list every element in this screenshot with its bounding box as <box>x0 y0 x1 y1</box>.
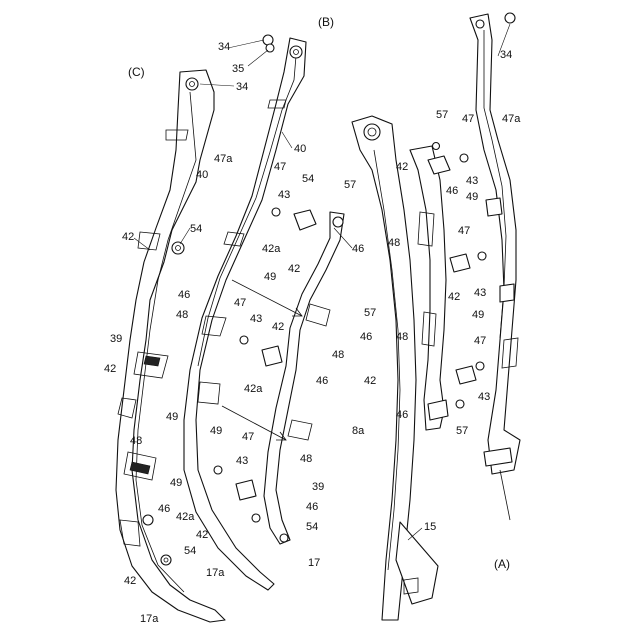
part-label: 49 <box>472 309 484 321</box>
part-label: 40 <box>196 169 208 181</box>
part-label: 47 <box>274 161 286 173</box>
part-label: 46 <box>360 331 372 343</box>
view-b-fasteners <box>214 35 316 542</box>
part-label: 46 <box>306 501 318 513</box>
part-label: 47a <box>214 153 233 165</box>
part-label: 17 <box>308 557 320 569</box>
part-label: 39 <box>312 481 324 493</box>
part-label: 48 <box>396 331 408 343</box>
part-label: 43 <box>478 391 490 403</box>
part-labels: 34 40 42 54 46 39 48 42 49 48 49 46 54 4… <box>104 41 521 625</box>
part-label: 46 <box>158 503 170 515</box>
part-label: 54 <box>184 545 196 557</box>
part-label: 57 <box>344 179 356 191</box>
part-label: 48 <box>130 435 142 447</box>
view-c-bracket <box>116 70 225 622</box>
part-label: 47 <box>242 431 254 443</box>
part-label: 40 <box>294 143 306 155</box>
part-label: 42 <box>196 529 208 541</box>
part-label: 49 <box>170 477 182 489</box>
part-label: 42a <box>176 511 195 523</box>
part-label: 43 <box>236 455 248 467</box>
part-label: 42 <box>122 231 134 243</box>
part-label: 42 <box>104 363 116 375</box>
part-label: 42 <box>396 161 408 173</box>
part-label: 49 <box>166 411 178 423</box>
view-label-b: (B) <box>318 15 334 29</box>
part-label: 57 <box>364 307 376 319</box>
part-label: 34 <box>236 81 248 93</box>
part-label: 54 <box>306 521 318 533</box>
part-label: 49 <box>210 425 222 437</box>
part-label: 49 <box>264 271 276 283</box>
part-label: 42a <box>262 243 281 255</box>
part-label: 42 <box>288 263 300 275</box>
part-label: 43 <box>250 313 262 325</box>
part-label: 42 <box>124 575 136 587</box>
part-label: 42 <box>364 375 376 387</box>
part-label: 43 <box>466 175 478 187</box>
part-label: 49 <box>466 191 478 203</box>
part-label: 8a <box>352 425 365 437</box>
part-label: 47 <box>234 297 246 309</box>
part-label: 47 <box>462 113 474 125</box>
part-label: 42a <box>244 383 263 395</box>
part-label: 46 <box>446 185 458 197</box>
part-label: 17a <box>140 613 159 625</box>
part-label: 17a <box>206 567 225 579</box>
part-label: 47 <box>474 335 486 347</box>
part-label: 43 <box>474 287 486 299</box>
part-label: 48 <box>332 349 344 361</box>
view-label-a: (A) <box>494 557 510 571</box>
part-label: 54 <box>190 223 202 235</box>
part-label: 54 <box>302 173 314 185</box>
part-label: 35 <box>232 63 244 75</box>
view-label-c: (C) <box>128 65 145 79</box>
part-label: 42 <box>448 291 460 303</box>
part-label: 46 <box>178 289 190 301</box>
part-label: 46 <box>352 243 364 255</box>
part-label: 48 <box>300 453 312 465</box>
part-label: 34 <box>218 41 230 53</box>
part-label: 34 <box>500 49 512 61</box>
part-label: 47 <box>458 225 470 237</box>
part-label: 43 <box>278 189 290 201</box>
part-label: 48 <box>388 237 400 249</box>
part-label: 42 <box>272 321 284 333</box>
part-label: 39 <box>110 333 122 345</box>
part-label: 15 <box>424 521 436 533</box>
part-label: 47a <box>502 113 521 125</box>
view-b-bracket-39 <box>264 212 344 544</box>
view-a-rail <box>470 13 520 520</box>
part-label: 57 <box>456 425 468 437</box>
part-label: 46 <box>396 409 408 421</box>
part-label: 57 <box>436 109 448 121</box>
part-label: 48 <box>176 309 188 321</box>
part-label: 46 <box>316 375 328 387</box>
